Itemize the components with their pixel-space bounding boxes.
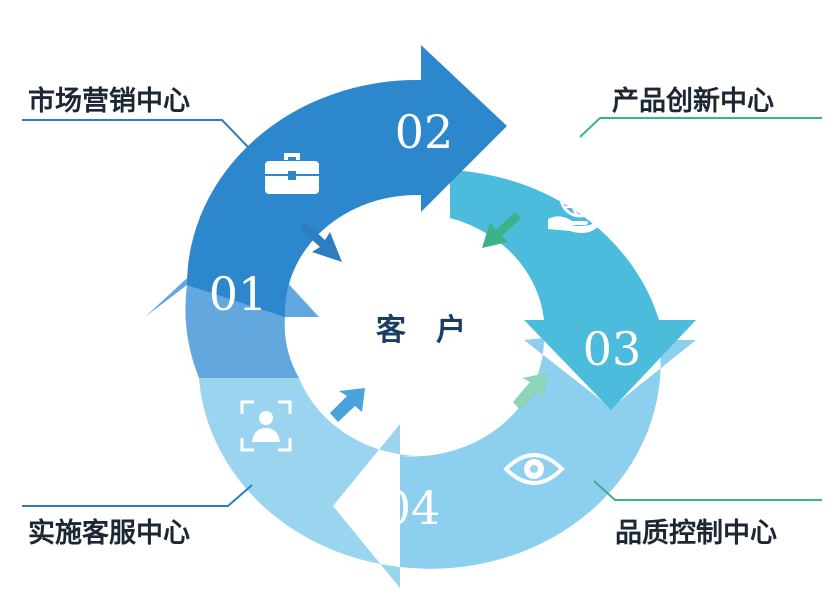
segment-02 (187, 45, 507, 317)
connector-line-02 (22, 119, 249, 148)
label-quality-control-center: 品质控制中心 (615, 518, 777, 549)
segment-number-03: 03 (583, 322, 642, 376)
segment-03-head (524, 320, 696, 410)
inward-arrow-3 (513, 373, 547, 410)
segment-01 (145, 230, 319, 378)
connector-line-01 (22, 484, 253, 507)
inward-arrow-2 (482, 212, 521, 248)
person-focus-icon (240, 400, 292, 452)
segment-number-04: 04 (382, 481, 441, 535)
segment-03-body (450, 170, 659, 320)
inward-arrow-4 (330, 388, 365, 422)
segment-number-01: 01 (209, 267, 268, 321)
connector-line-03 (579, 117, 822, 138)
center-label: 客 户 (376, 313, 466, 348)
briefcase-icon (265, 153, 319, 194)
eye-icon (503, 453, 565, 485)
segment-03 (400, 338, 696, 569)
inward-arrow-1 (300, 222, 342, 262)
label-product-innovation-center: 产品创新中心 (612, 85, 774, 117)
label-marketing-center: 市场营销中心 (28, 85, 190, 117)
segment-number-02: 02 (395, 105, 454, 159)
segment-04 (199, 378, 430, 588)
globe-hand-icon (548, 176, 611, 233)
connector-line-04 (593, 480, 822, 501)
label-implementation-service-center: 实施客服中心 (28, 517, 190, 549)
